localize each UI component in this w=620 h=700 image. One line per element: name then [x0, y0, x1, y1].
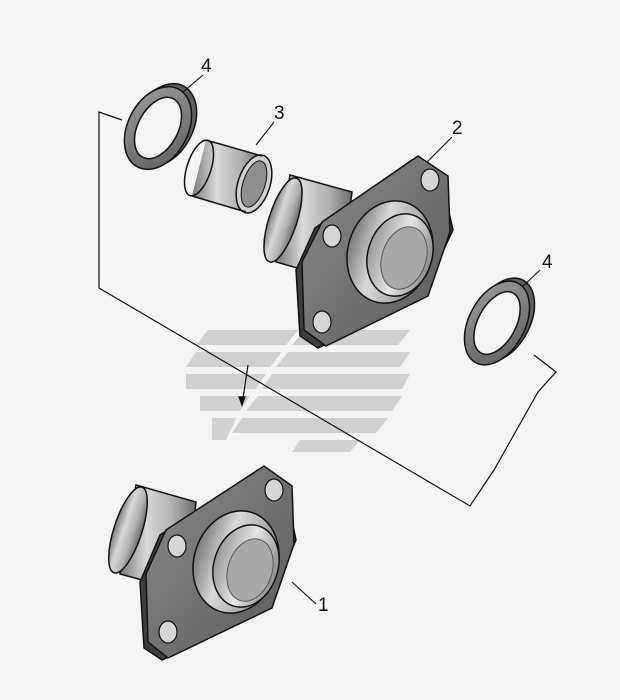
- flange-housing-lower: [107, 465, 297, 661]
- callout-part4-right: 4: [542, 252, 553, 273]
- assembly-leader-lines: [98, 111, 557, 507]
- callout-leaders: [182, 74, 541, 605]
- callout-part1: 1: [318, 595, 329, 616]
- bushing: [183, 139, 273, 214]
- ring-seal-right: [463, 277, 536, 366]
- callout-part4-left: 4: [201, 56, 212, 77]
- flange-housing-upper: [263, 155, 454, 349]
- callout-part2: 2: [452, 118, 463, 139]
- leader-part1: [291, 581, 317, 605]
- leader-part3: [255, 121, 275, 146]
- ring-seal-left: [123, 82, 198, 171]
- leader-part2: [426, 136, 453, 163]
- watermark-logo: [186, 330, 410, 452]
- leader-part4-right: [521, 269, 541, 288]
- leader-part4-left: [182, 74, 204, 93]
- callout-part3: 3: [274, 103, 285, 124]
